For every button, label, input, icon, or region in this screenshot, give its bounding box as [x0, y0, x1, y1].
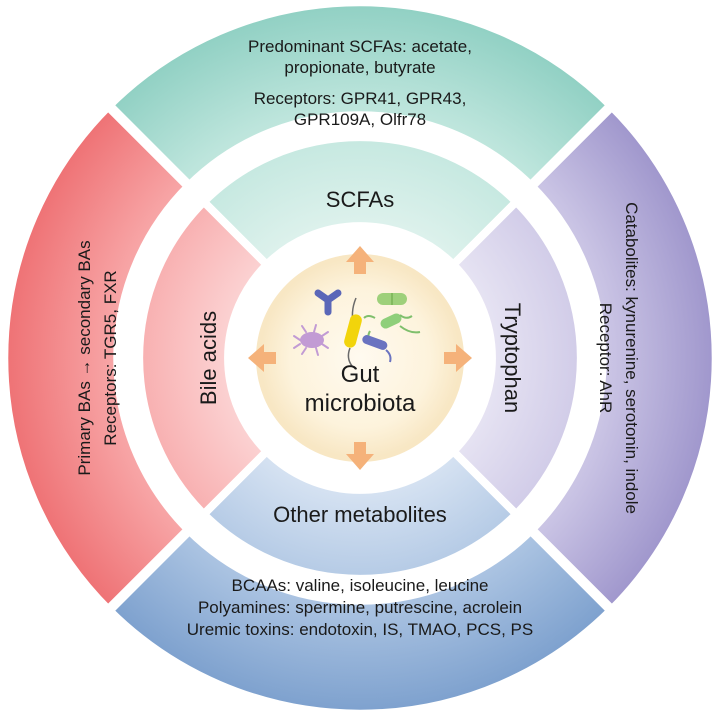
bacteria-cluster-icon: [293, 289, 421, 367]
scfas-detail-line-3: Receptors: GPR41, GPR43,: [254, 89, 467, 108]
yellow-rod-bacterium-icon: [344, 297, 362, 367]
left-inner-segment: [135, 196, 273, 520]
left-outer-segment: [0, 98, 197, 618]
other-detail-line-1: BCAAs: valine, isoleucine, leucine: [231, 576, 488, 595]
purple-spiky-bacterium-icon: [293, 324, 329, 356]
scfas-detail-line-1: Predominant SCFAs: acetate,: [248, 37, 472, 56]
other-detail-line-2: Polyamines: spermine, putrescine, acrole…: [198, 598, 522, 617]
bile-detail-line-1: Primary BAs → secondary BAs: [75, 240, 94, 475]
bile-detail-line-2: Receptors: TGR5, FXR: [101, 270, 120, 445]
arrows: [248, 246, 472, 470]
arrow-left-icon: [248, 344, 276, 372]
y-bacterium-icon: [314, 289, 342, 316]
right-outer-segment: [523, 98, 720, 618]
top-inner-segment: [198, 133, 522, 271]
other-metabolites-label: Other metabolites: [273, 502, 447, 527]
arrow-down-icon: [346, 442, 374, 470]
tryptophan-label: Tryptophan: [500, 303, 525, 413]
other-detail-line-3: Uremic toxins: endotoxin, IS, TMAO, PCS,…: [187, 620, 533, 639]
scfas-detail-line-4: GPR109A, Olfr78: [294, 110, 426, 129]
scfas-detail-line-2: propionate, butyrate: [284, 58, 435, 77]
right-inner-segment: [447, 196, 585, 520]
bile-acids-label: Bile acids: [196, 311, 221, 405]
center-glow: [256, 254, 464, 462]
arrow-right-icon: [444, 344, 472, 372]
arrow-up-icon: [346, 246, 374, 274]
center-title-line-1: Gut: [341, 361, 380, 388]
bottom-inner-segment: [198, 445, 522, 583]
center-title-line-2: microbiota: [305, 390, 416, 417]
blue-rod-bacterium-icon: [362, 335, 392, 363]
trp-detail-line-1: Catabolites: kynurenine, serotonin, indo…: [622, 202, 641, 514]
scfas-label: SCFAs: [326, 187, 394, 212]
top-outer-segment: [101, 0, 619, 194]
bottom-outer-segment: [101, 522, 619, 717]
green-capsule-bacterium-icon: [377, 293, 407, 305]
trp-detail-line-2: Receptor: AhR: [596, 303, 615, 414]
